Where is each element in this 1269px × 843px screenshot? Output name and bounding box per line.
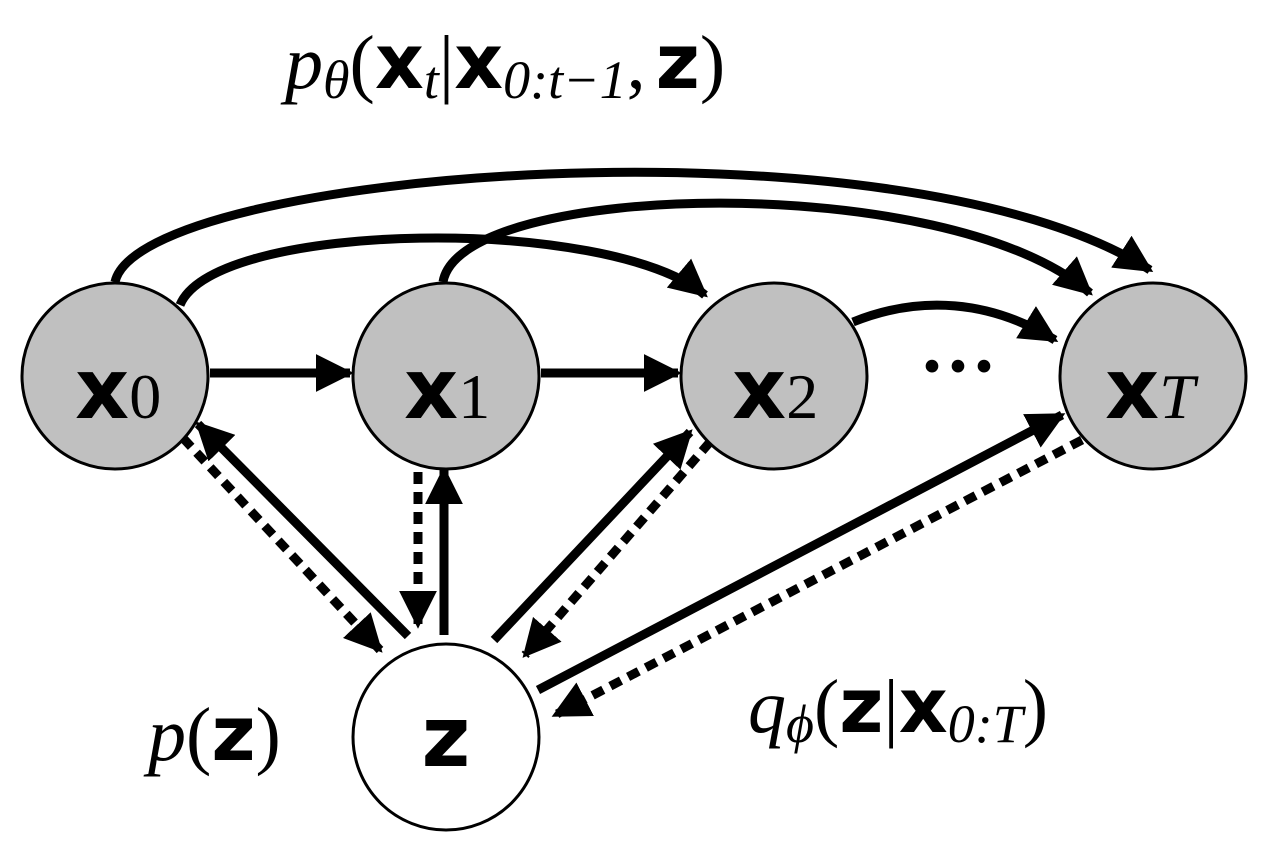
svg-text:x2: x2 <box>732 340 818 438</box>
node-x0-sub: 0 <box>129 361 161 432</box>
node-x0-symbol: x <box>75 340 129 438</box>
node-x2-sub: 2 <box>786 361 818 432</box>
node-z-circle <box>351 642 541 832</box>
edge-infer-x0-z <box>179 434 384 654</box>
svg-text:x0: x0 <box>75 340 161 438</box>
node-xT-sub: T <box>1159 361 1199 432</box>
edge-z-x2 <box>490 428 694 644</box>
edge-x0-xT <box>110 167 1154 284</box>
node-xT-symbol: x <box>1105 340 1159 438</box>
node-z-symbol: z <box>422 688 471 786</box>
edge-x2-xT <box>851 300 1059 344</box>
node-x0: x0 <box>20 281 210 471</box>
node-x0-circle <box>20 281 210 471</box>
node-x1-circle <box>351 281 541 471</box>
edge-x1-xT <box>438 198 1093 297</box>
node-x2-circle <box>679 281 869 471</box>
node-z: z <box>351 642 541 832</box>
inference-edges <box>179 434 1085 719</box>
edge-infer-x2-z <box>521 439 714 658</box>
generative-edges <box>110 167 1154 694</box>
prior-label: p(z) <box>143 689 281 778</box>
svg-text:x1: x1 <box>404 340 490 438</box>
edge-z-x0 <box>194 420 412 640</box>
inference-label: qϕ(z|x0:T) <box>748 661 1048 754</box>
node-x1-symbol: x <box>404 340 458 438</box>
node-xT: xT <box>1058 281 1248 471</box>
node-x1: x1 <box>351 281 541 471</box>
node-x2: x2 <box>679 281 869 471</box>
node-x2-symbol: x <box>732 340 786 438</box>
node-xT-circle <box>1058 281 1248 471</box>
generative-label: pθ(xt|x0:t−1,z) <box>280 17 725 110</box>
edge-z-xT <box>535 411 1066 694</box>
edge-x0-x2 <box>175 233 708 308</box>
node-x1-sub: 1 <box>458 361 490 432</box>
svg-text:xT: xT <box>1105 340 1199 438</box>
ellipsis: ··· <box>919 322 997 409</box>
